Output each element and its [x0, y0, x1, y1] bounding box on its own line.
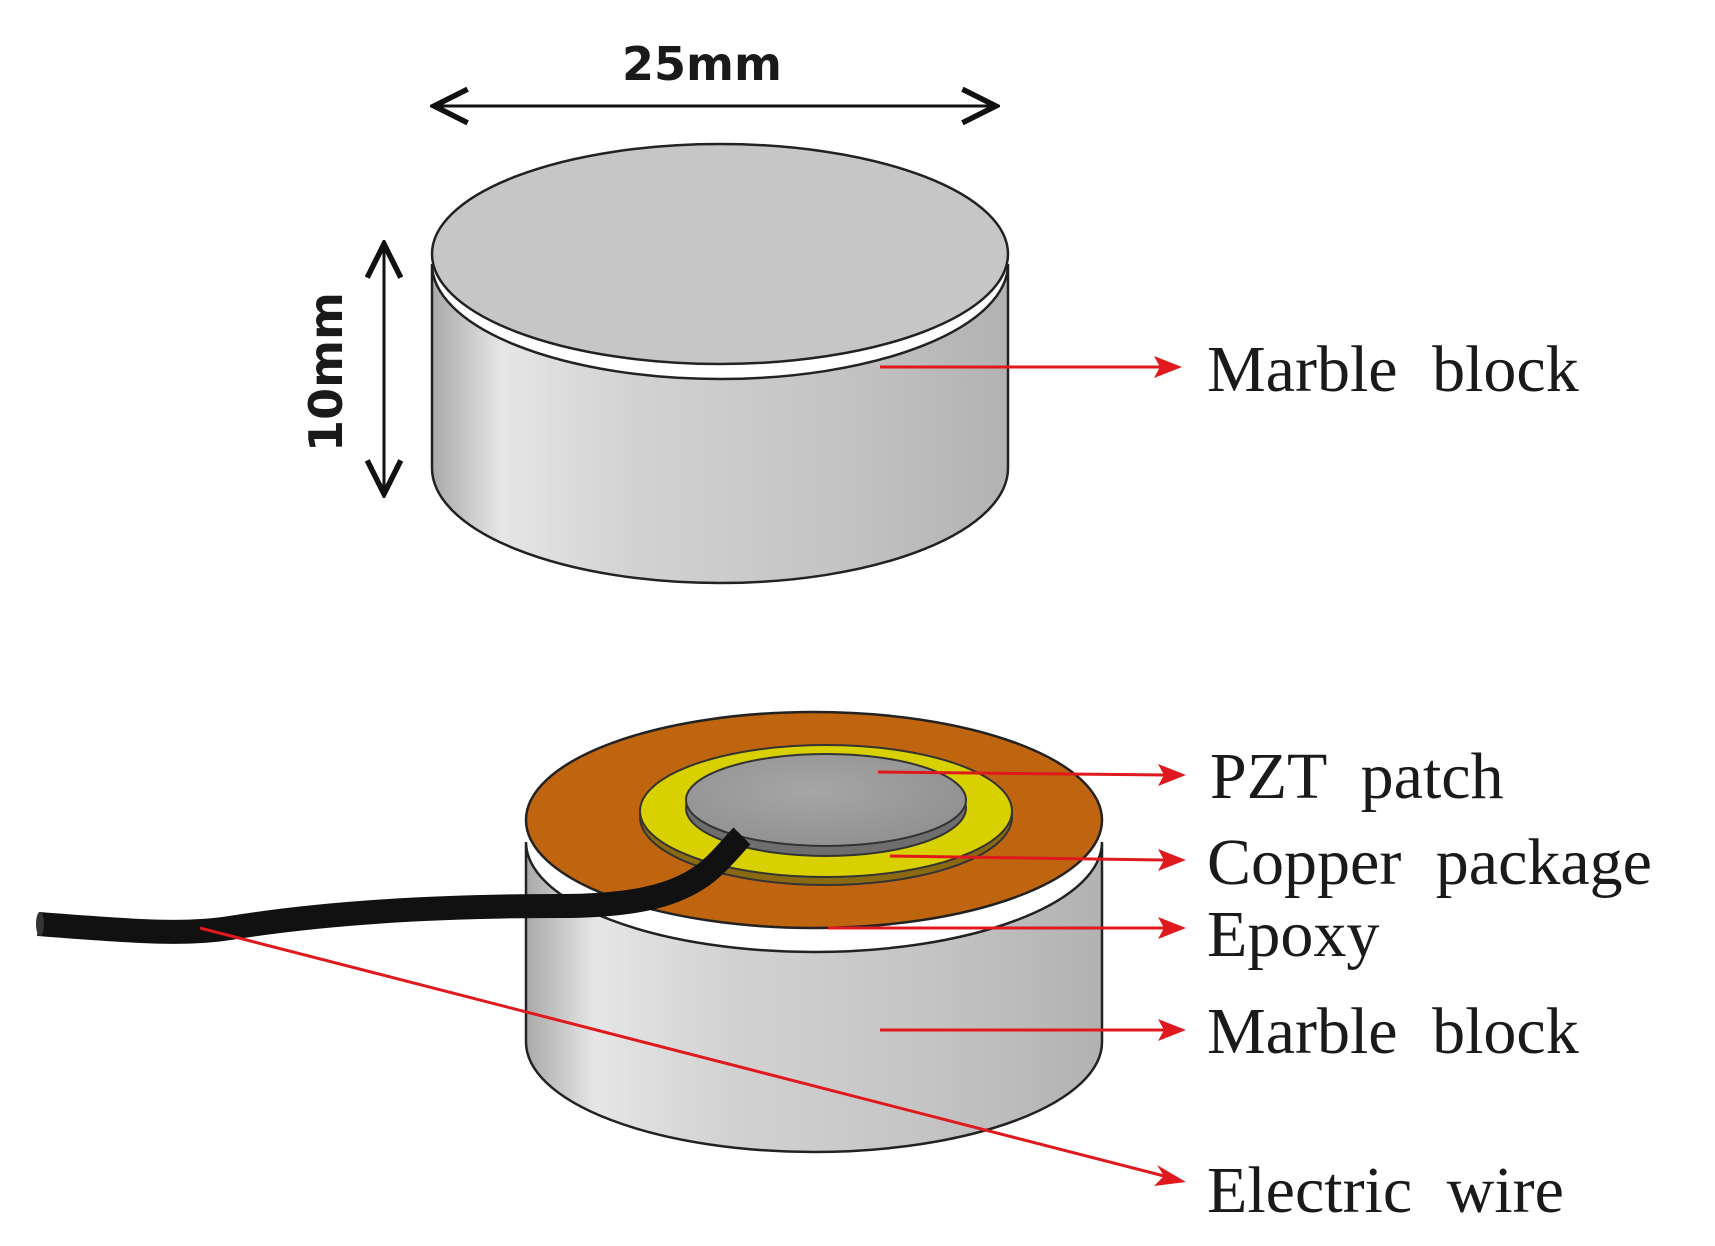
arrowhead-marble-top	[1154, 356, 1182, 378]
height-dimension: 10mm	[299, 244, 384, 494]
label-epoxy: Epoxy	[1207, 898, 1379, 971]
label-marble-block-top: Marble block	[1207, 333, 1579, 406]
arrowhead-wire	[1154, 1165, 1186, 1186]
arrowhead-copper	[1158, 849, 1186, 871]
pzt-patch	[685, 753, 967, 847]
top-marble-cylinder	[430, 142, 1010, 585]
leader-copper	[889, 854, 1165, 862]
wire-cable	[37, 827, 751, 944]
wire-end	[36, 912, 44, 936]
arrowhead-epoxy	[1158, 917, 1186, 939]
top-cylinder-side	[430, 263, 1010, 585]
arrowhead-pzt	[1158, 764, 1186, 786]
labels: Marble block PZT patch Copper package Ep…	[1207, 333, 1652, 1227]
bottom-cylinder-side	[524, 841, 1104, 1154]
leader-pzt	[877, 770, 1165, 777]
leader-lines	[199, 356, 1186, 1186]
label-copper-package: Copper package	[1207, 826, 1652, 899]
leader-wire	[199, 926, 1165, 1178]
diameter-label: 25mm	[622, 37, 782, 91]
electric-wire	[36, 827, 751, 944]
diameter-dimension: 25mm	[434, 37, 996, 106]
label-marble-block-bottom: Marble block	[1207, 995, 1579, 1068]
label-electric-wire: Electric wire	[1207, 1154, 1564, 1227]
arrowhead-marble-bottom	[1158, 1019, 1186, 1041]
top-cylinder-face	[430, 142, 1010, 366]
label-pzt-patch: PZT patch	[1210, 740, 1504, 813]
height-label: 10mm	[299, 292, 353, 452]
